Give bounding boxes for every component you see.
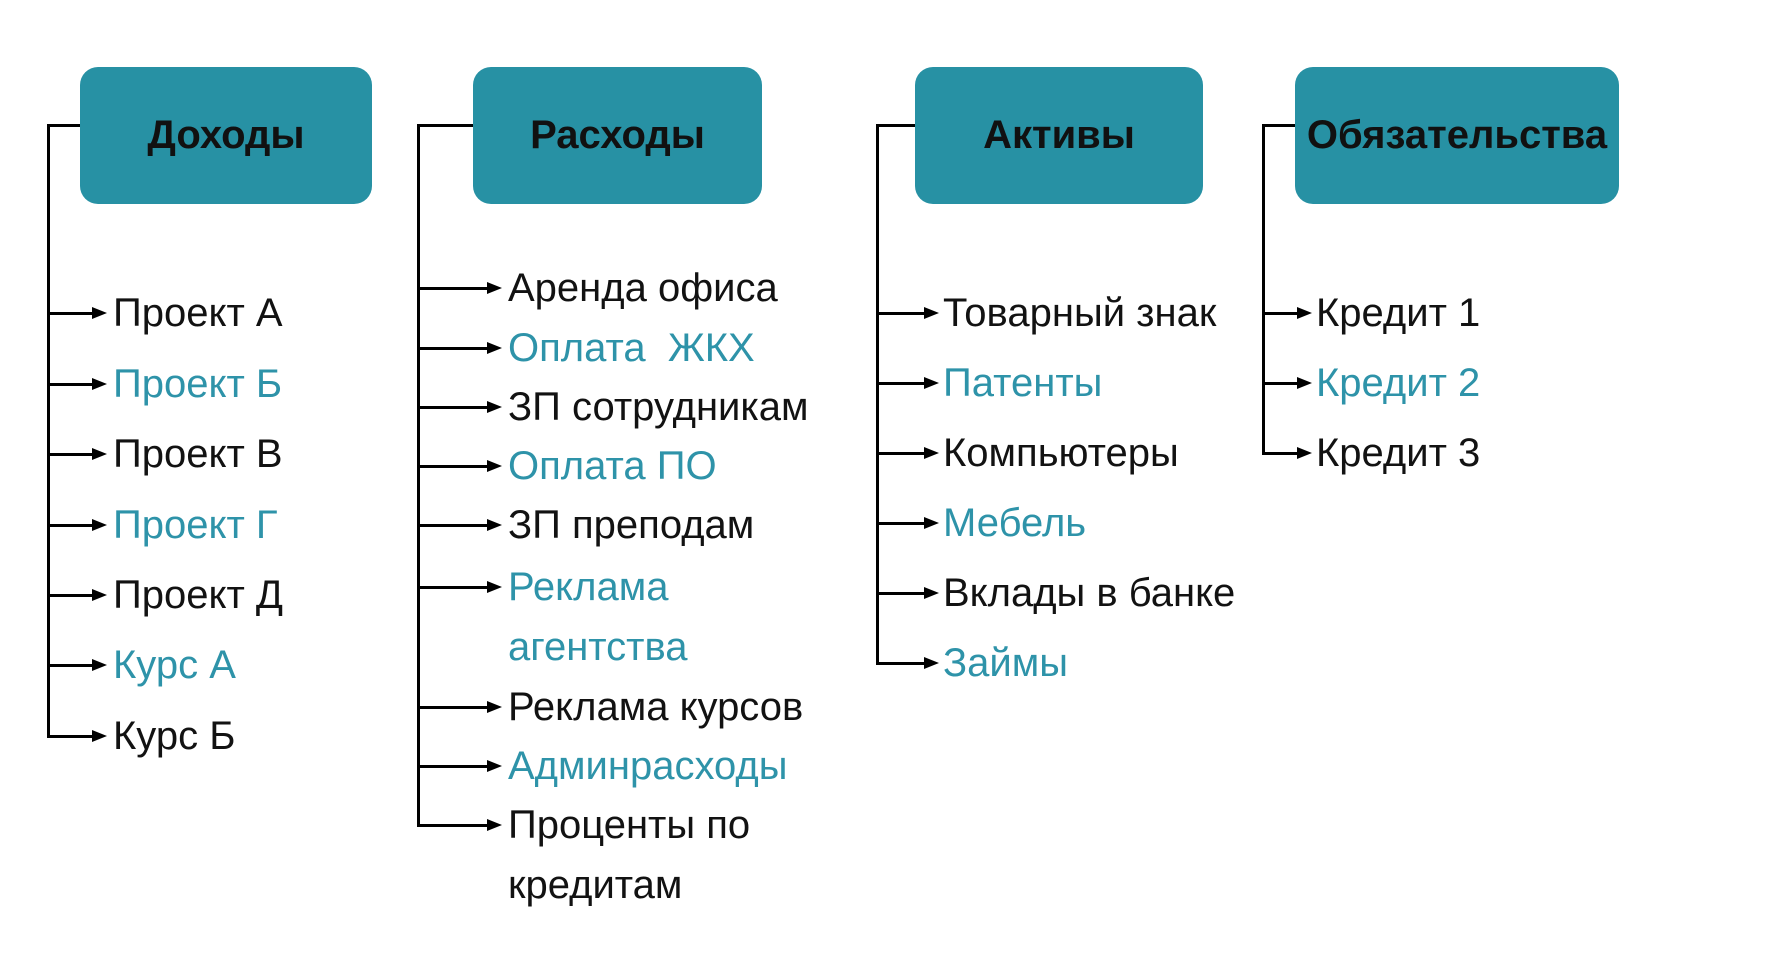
arrow-line <box>876 312 924 315</box>
arrow-line <box>47 312 92 315</box>
arrow-icon <box>924 447 939 459</box>
tree-item: Курс А <box>113 643 236 687</box>
assets-header-connector <box>876 124 915 127</box>
assets-branch-line <box>876 124 879 665</box>
income-header: Доходы <box>80 67 372 204</box>
arrow-icon <box>924 517 939 529</box>
tree-item: Проценты по кредитам <box>508 803 762 907</box>
expenses-header-connector <box>417 124 473 127</box>
income-header-connector <box>47 124 80 127</box>
arrow-line <box>417 287 487 290</box>
arrow-icon <box>487 282 502 294</box>
arrow-icon <box>1297 307 1312 319</box>
tree-item: Кредит 3 <box>1316 431 1481 475</box>
arrow-line <box>47 664 92 667</box>
arrow-line <box>876 592 924 595</box>
tree-item: Оплата ЖКХ <box>508 326 755 370</box>
tree-item: Аренда офиса <box>508 266 778 310</box>
arrow-line <box>1262 452 1297 455</box>
tree-item: Проект Д <box>113 573 283 617</box>
arrow-icon <box>92 659 107 671</box>
tree-item: Кредит 1 <box>1316 291 1481 335</box>
tree-item: Проект В <box>113 432 283 476</box>
tree-item: Проект А <box>113 291 283 335</box>
arrow-line <box>417 524 487 527</box>
arrow-icon <box>487 760 502 772</box>
arrow-icon <box>487 581 502 593</box>
arrow-line <box>417 824 487 827</box>
arrow-icon <box>1297 447 1312 459</box>
arrow-line <box>876 382 924 385</box>
arrow-icon <box>92 589 107 601</box>
arrow-icon <box>92 730 107 742</box>
expenses-header: Расходы <box>473 67 762 204</box>
arrow-line <box>876 522 924 525</box>
arrow-line <box>417 706 487 709</box>
tree-item: Реклама курсов <box>508 685 804 729</box>
arrow-line <box>1262 312 1297 315</box>
tree-item: Проект Г <box>113 503 278 547</box>
arrow-icon <box>924 377 939 389</box>
tree-item: Проект Б <box>113 362 283 406</box>
tree-item: Патенты <box>943 361 1103 405</box>
arrow-icon <box>924 307 939 319</box>
arrow-icon <box>487 401 502 413</box>
assets-header: Активы <box>915 67 1203 204</box>
arrow-line <box>47 383 92 386</box>
arrow-line <box>47 735 92 738</box>
arrow-icon <box>92 448 107 460</box>
arrow-line <box>417 586 487 589</box>
tree-item: Компьютеры <box>943 431 1179 475</box>
income-branch-line <box>47 124 50 738</box>
arrow-icon <box>487 519 502 531</box>
tree-item: Реклама агентства <box>508 565 688 669</box>
arrow-line <box>1262 382 1297 385</box>
tree-item: Кредит 2 <box>1316 361 1481 405</box>
arrow-icon <box>92 378 107 390</box>
tree-item: Мебель <box>943 501 1087 545</box>
arrow-line <box>47 453 92 456</box>
tree-item: Вклады в банке <box>943 571 1236 615</box>
tree-item: Админрасходы <box>508 744 788 788</box>
arrow-line <box>417 465 487 468</box>
arrow-icon <box>924 587 939 599</box>
tree-item: Займы <box>943 641 1068 685</box>
arrow-icon <box>92 519 107 531</box>
arrow-line <box>417 765 487 768</box>
arrow-icon <box>924 657 939 669</box>
tree-item: Оплата ПО <box>508 444 717 488</box>
arrow-icon <box>487 701 502 713</box>
arrow-icon <box>487 819 502 831</box>
arrow-line <box>876 452 924 455</box>
arrow-line <box>47 524 92 527</box>
liabilities-branch-line <box>1262 124 1265 455</box>
liabilities-header-connector <box>1262 124 1295 127</box>
arrow-line <box>417 347 487 350</box>
arrow-line <box>47 594 92 597</box>
tree-item: ЗП сотрудникам <box>508 385 809 429</box>
tree-item: ЗП преподам <box>508 503 755 547</box>
arrow-line <box>876 662 924 665</box>
tree-item: Курс Б <box>113 714 236 758</box>
liabilities-header: Обязательства <box>1295 67 1619 204</box>
expenses-branch-line <box>417 124 420 827</box>
tree-item: Товарный знак <box>943 291 1217 335</box>
arrow-line <box>417 406 487 409</box>
arrow-icon <box>92 307 107 319</box>
arrow-icon <box>1297 377 1312 389</box>
arrow-icon <box>487 460 502 472</box>
arrow-icon <box>487 342 502 354</box>
